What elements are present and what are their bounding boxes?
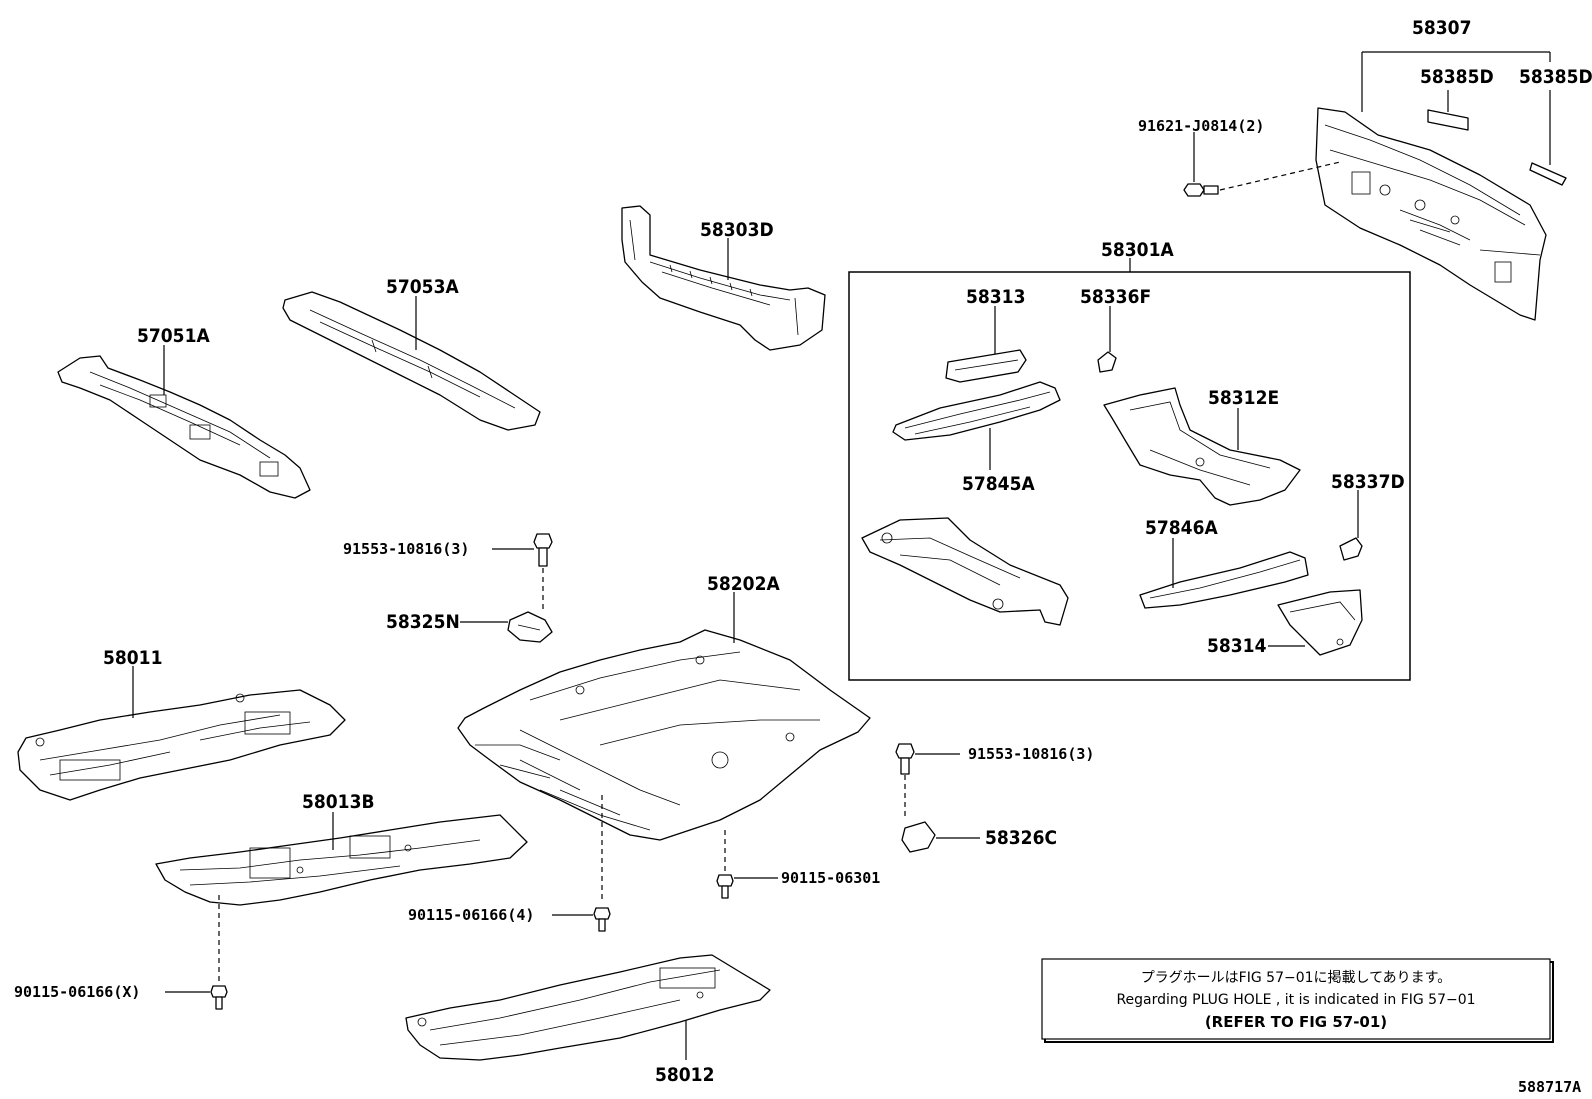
label-57053a: 57053A [386,276,459,298]
part-58336f [1097,351,1117,373]
part-90115-06166-bolt [593,907,611,932]
part-58385d-bracket-1 [1427,109,1469,131]
part-91621-bolt [1183,183,1219,197]
part-58303d-crossmember [621,205,826,351]
label-58313: 58313 [966,286,1025,308]
label-57845a: 57845A [962,473,1035,495]
part-58314 [1277,589,1363,656]
part-91553-bolt-b [895,743,915,775]
label-58325n: 58325N [386,611,460,633]
label-91553-a: 91553-10816(3) [343,540,469,558]
figure-id: 588717A [1518,1078,1581,1096]
label-58385d-2: 58385D [1519,66,1592,88]
part-58325n [507,611,553,643]
label-91621: 91621-J0814(2) [1138,117,1264,135]
part-57053a-floor-member [282,291,541,431]
part-90115-06166-x-bolt [210,985,228,1010]
label-58312e: 58312E [1208,387,1279,409]
note-line-refer: (REFER TO FIG 57-01) [1205,1013,1387,1031]
part-57845a [892,381,1061,441]
label-58012: 58012 [655,1064,714,1086]
leader-91621 [1219,161,1341,191]
part-57846a [1139,551,1309,609]
label-58301a: 58301A [1101,239,1174,261]
part-58337d [1339,537,1363,561]
part-57051a-floor-member [57,355,311,499]
label-58011: 58011 [103,647,162,669]
label-58303d: 58303D [700,219,774,241]
part-58312e [1103,387,1301,506]
label-58337d: 58337D [1331,471,1405,493]
part-58012-floor-pan [405,954,771,1061]
note-line-english: Regarding PLUG HOLE , it is indicated in… [1116,992,1475,1008]
label-90115-06301: 90115-06301 [781,869,880,887]
label-58202a: 58202A [707,573,780,595]
label-90115-06166-4: 90115-06166(4) [408,906,534,924]
part-90115-06301-bolt [716,874,734,899]
part-58202a-rear-floor [457,629,871,841]
label-91553-b: 91553-10816(3) [968,745,1094,763]
part-58326c [901,821,936,853]
part-58307-rear-panel [1315,107,1547,321]
label-58307: 58307 [1412,17,1471,39]
part-58013b [155,814,528,906]
label-58336f: 58336F [1080,286,1151,308]
part-58011-floor-pan [17,689,346,801]
label-58013b: 58013B [302,791,375,813]
part-floor-reinforcement-unlabeled [861,517,1069,626]
label-90115-06166-x: 90115-06166(X) [14,983,140,1001]
part-58313 [945,349,1027,383]
label-57846a: 57846A [1145,517,1218,539]
label-58314: 58314 [1207,635,1267,657]
leader-58307 [1361,51,1551,112]
label-58385d-1: 58385D [1420,66,1494,88]
part-91553-bolt-a [533,533,553,567]
label-58326c: 58326C [985,827,1057,849]
label-57051a: 57051A [137,325,210,347]
note-line-japanese: プラグホールはFIG 57−01に掲載してあります。 [1141,970,1452,986]
part-58385d-bracket-2 [1529,162,1567,186]
reference-note: プラグホールはFIG 57−01に掲載してあります。 Regarding PLU… [1041,958,1554,1043]
